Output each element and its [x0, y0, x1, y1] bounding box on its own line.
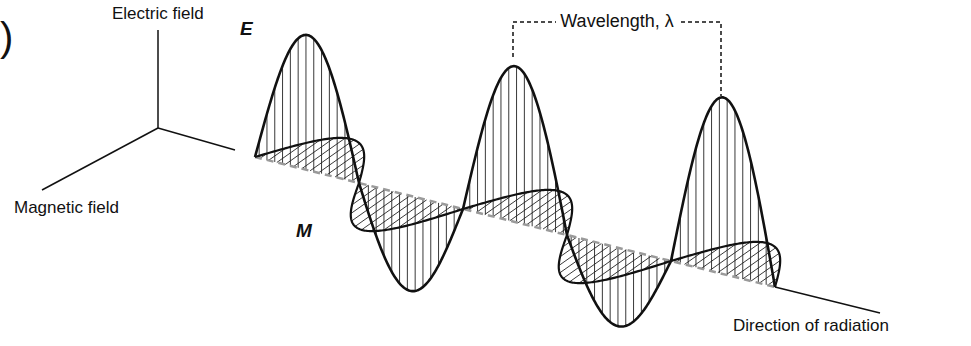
hatch-line — [313, 39, 314, 172]
hatch-line — [726, 244, 770, 275]
hatch-line — [656, 257, 657, 288]
dimension-label: Wavelength, λ — [556, 11, 677, 32]
hatch-line — [485, 119, 486, 215]
axis-label: Magnetic field — [14, 198, 119, 218]
hatch-line — [734, 111, 735, 277]
magnetic-wave — [255, 138, 780, 287]
field-symbol: M — [296, 220, 312, 242]
hatch-line — [709, 242, 749, 270]
magnetic-hatching — [260, 138, 780, 285]
hatch-line — [641, 254, 642, 314]
hatch-line — [547, 143, 548, 230]
hatch-line — [532, 89, 533, 226]
hatch-line — [750, 160, 751, 281]
hatch-line — [399, 193, 400, 283]
field-symbol: E — [240, 18, 253, 40]
hatch-line — [586, 240, 587, 285]
electric-axis — [157, 30, 159, 128]
hatch-line — [594, 242, 595, 301]
hatch-line — [524, 74, 525, 225]
electric-hatching — [259, 35, 774, 326]
hatch-line — [555, 178, 556, 232]
propagation-axis — [775, 287, 880, 313]
hatch-line — [355, 194, 401, 227]
hatch-line — [602, 244, 603, 314]
electric-wave — [255, 35, 775, 327]
propagation-axis — [158, 128, 235, 150]
wavelength-bracket — [513, 22, 721, 96]
hatch-line — [742, 131, 743, 279]
hatch-line — [290, 49, 291, 166]
hatch-line — [688, 180, 689, 266]
hatch-line — [371, 198, 418, 231]
axis-label: Electric field — [112, 4, 204, 24]
panel-letter: ) — [0, 14, 13, 60]
hatch-line — [695, 148, 696, 267]
magnetic-axis — [42, 128, 158, 190]
hatch-line — [617, 248, 618, 326]
hatch-line — [625, 250, 626, 326]
hatch-line — [633, 252, 634, 322]
hatch-line — [703, 123, 704, 269]
hatch-line — [711, 106, 712, 271]
hatch-line — [376, 187, 377, 235]
axis-label: Direction of radiation — [733, 316, 889, 336]
hatch-line — [758, 196, 759, 283]
hatch-line — [335, 157, 364, 178]
hatch-line — [610, 246, 611, 322]
hatch-line — [516, 67, 517, 223]
wavelength-bracket — [513, 22, 721, 96]
hatch-line — [493, 95, 494, 216]
hatch-line — [321, 50, 322, 173]
hatch-line — [415, 197, 416, 291]
wave-curves — [255, 35, 780, 327]
hatch-line — [539, 113, 540, 228]
hatch-line — [407, 195, 408, 290]
hatch-line — [298, 38, 299, 167]
hatch-line — [649, 256, 650, 303]
hatch-line — [352, 192, 394, 221]
hatch-line — [438, 203, 439, 265]
hatch-line — [329, 68, 330, 175]
hatch-line — [305, 35, 306, 170]
wave-axis — [255, 157, 775, 287]
hatch-line — [501, 190, 541, 218]
hatch-line — [446, 205, 447, 249]
hatch-line — [477, 148, 478, 213]
hatch-line — [422, 199, 423, 287]
hatch-line — [337, 93, 338, 178]
hatch-line — [383, 189, 384, 256]
hatch-line — [344, 122, 345, 179]
hatch-line — [430, 201, 431, 278]
hatch-line — [391, 191, 392, 272]
hatch-line — [310, 140, 354, 171]
hatch-line — [751, 261, 780, 282]
hatch-line — [508, 68, 509, 220]
hatch-line — [727, 99, 728, 275]
